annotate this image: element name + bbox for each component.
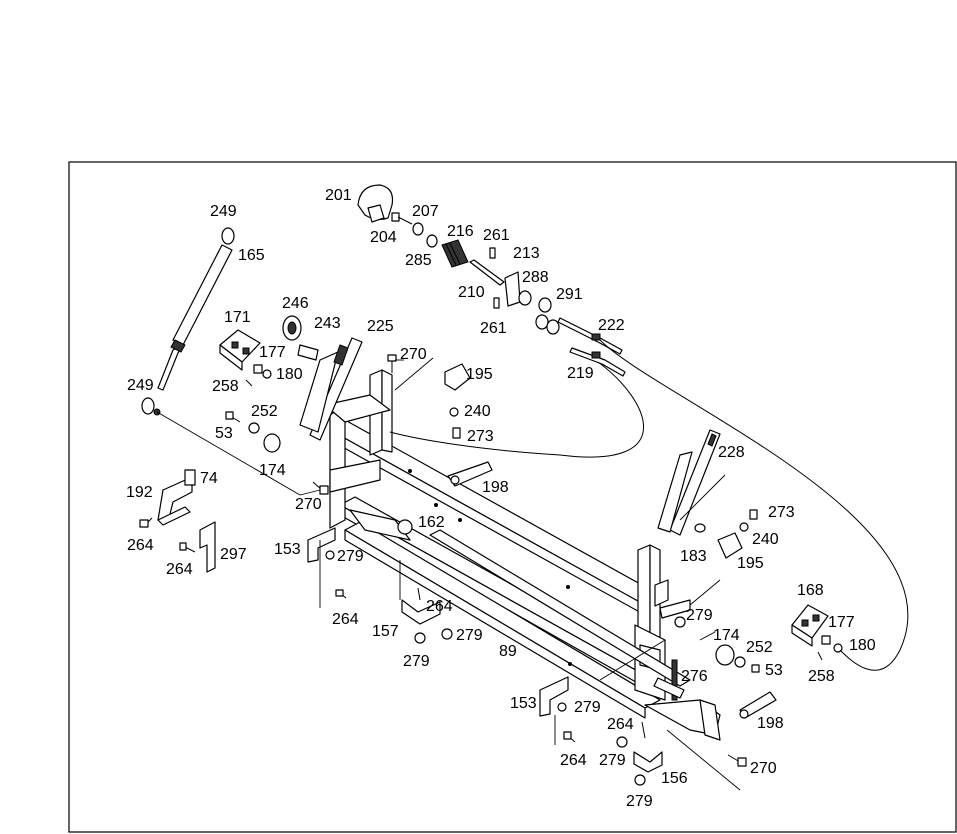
callout-201: 201	[325, 187, 352, 204]
bracket-192	[157, 469, 196, 526]
bracket-157	[401, 599, 441, 625]
callout-258: 258	[808, 668, 835, 685]
callout-279: 279	[686, 607, 713, 624]
callout-270: 270	[750, 760, 777, 777]
spring-216	[441, 239, 469, 268]
bracket-156	[633, 751, 663, 773]
callout-53: 53	[215, 425, 233, 442]
gear-246	[282, 315, 302, 341]
bracket-297	[199, 521, 216, 573]
callout-207: 207	[412, 203, 439, 220]
callout-261: 261	[480, 320, 507, 337]
callout-261: 261	[483, 227, 510, 244]
callout-53: 53	[765, 662, 783, 679]
callout-219: 219	[567, 365, 594, 382]
callout-249: 249	[127, 377, 154, 394]
callout-279: 279	[337, 548, 364, 565]
lever-228	[657, 429, 721, 536]
callout-264: 264	[127, 537, 154, 554]
callout-240: 240	[752, 531, 779, 548]
callout-222: 222	[598, 317, 625, 334]
callout-264: 264	[607, 716, 634, 733]
bracket-153-bottom	[539, 676, 569, 717]
callout-156: 156	[661, 770, 688, 787]
callout-177: 177	[828, 614, 855, 631]
callout-177: 177	[259, 344, 286, 361]
callout-162: 162	[418, 514, 445, 531]
bowden-cables	[389, 339, 909, 671]
callout-89: 89	[499, 643, 517, 660]
gas-spring-165	[157, 244, 233, 391]
callout-228: 228	[718, 444, 745, 461]
callout-180: 180	[849, 637, 876, 654]
handle-knob-201	[357, 184, 394, 223]
main-rack-frame	[324, 369, 721, 741]
bracket-153-left	[307, 527, 336, 563]
callout-258: 258	[212, 378, 239, 395]
callout-273: 273	[768, 504, 795, 521]
callout-273: 273	[467, 428, 494, 445]
lever-225	[299, 337, 363, 441]
callout-270: 270	[295, 496, 322, 513]
hinge-plate-168	[791, 604, 829, 647]
cable-end-219	[569, 347, 626, 377]
callout-276: 276	[681, 668, 708, 685]
callout-264: 264	[332, 611, 359, 628]
callout-291: 291	[556, 286, 583, 303]
callout-279: 279	[456, 627, 483, 644]
callout-264: 264	[560, 752, 587, 769]
callout-195: 195	[737, 555, 764, 572]
callout-216: 216	[447, 223, 474, 240]
callout-285: 285	[405, 252, 432, 269]
callout-213: 213	[513, 245, 540, 262]
callout-180: 180	[276, 366, 303, 383]
callout-153: 153	[274, 541, 301, 558]
callout-195: 195	[466, 366, 493, 383]
pin-183	[694, 523, 706, 533]
callout-153: 153	[510, 695, 537, 712]
leader-lines	[156, 357, 741, 791]
callout-198: 198	[482, 479, 509, 496]
callout-246: 246	[282, 295, 309, 312]
ring-249-bottom	[141, 397, 155, 415]
diagram-frame	[68, 161, 957, 833]
callout-157: 157	[372, 623, 399, 640]
rod-210	[469, 259, 505, 286]
callout-74: 74	[200, 470, 218, 487]
callout-240: 240	[464, 403, 491, 420]
callout-264: 264	[426, 598, 453, 615]
callout-279: 279	[626, 793, 653, 810]
callout-297: 297	[220, 546, 247, 563]
callout-192: 192	[126, 484, 153, 501]
clip-195-right	[717, 532, 743, 559]
hinge-plate-171	[219, 329, 261, 371]
callout-171: 171	[224, 309, 251, 326]
callout-labels: 201 207 204 216 261 285 213 288 210 291 …	[126, 187, 876, 810]
callout-249: 249	[210, 203, 237, 220]
callout-165: 165	[238, 247, 265, 264]
callout-204: 204	[370, 229, 397, 246]
callout-279: 279	[599, 752, 626, 769]
callout-279: 279	[574, 699, 601, 716]
callout-198: 198	[757, 715, 784, 732]
clip-195-top	[444, 363, 471, 391]
callout-210: 210	[458, 284, 485, 301]
callout-279: 279	[403, 653, 430, 670]
callout-174: 174	[713, 627, 740, 644]
callout-225: 225	[367, 318, 394, 335]
callout-168: 168	[797, 582, 824, 599]
callout-288: 288	[522, 269, 549, 286]
callout-252: 252	[746, 639, 773, 656]
callout-270: 270	[400, 346, 427, 363]
pin-243	[297, 344, 319, 361]
callout-264: 264	[166, 561, 193, 578]
callout-174: 174	[259, 462, 286, 479]
block-213	[504, 271, 521, 307]
callout-183: 183	[680, 548, 707, 565]
callout-243: 243	[314, 315, 341, 332]
callout-252: 252	[251, 403, 278, 420]
ring-249-top	[221, 227, 235, 245]
